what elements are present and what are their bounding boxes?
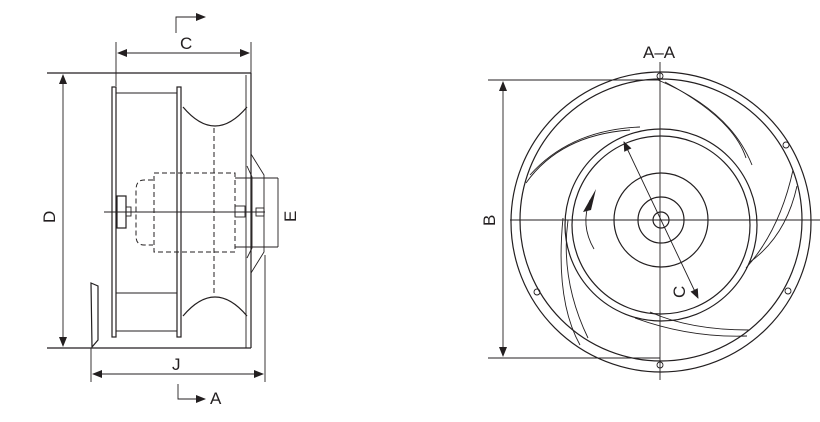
inlet-arc-bottom (182, 296, 248, 317)
mount-hole (656, 72, 664, 80)
motor-outline (153, 172, 236, 253)
dim-c-label: C (670, 286, 689, 298)
dim-d-label: D (40, 211, 59, 223)
inlet-ring (564, 128, 758, 322)
mount-hole (784, 287, 792, 295)
mount-hole (656, 361, 664, 369)
inlet-ring (90, 282, 99, 349)
section-arrow-bottom (177, 384, 206, 403)
section-title: A–A (643, 43, 676, 62)
section-label: A (210, 389, 222, 408)
dim-j-label: J (172, 355, 181, 374)
dim-c-label: C (180, 34, 192, 53)
dim-c-line (623, 141, 699, 299)
front-view: A–A C (480, 43, 820, 380)
inlet-arc-top (182, 106, 248, 127)
impeller-blades (525, 79, 798, 346)
dim-e-label: E (281, 211, 300, 222)
dim-b-label: B (480, 215, 499, 226)
mount-hole (782, 141, 790, 149)
section-arrow-top (175, 13, 206, 33)
side-view: A C D (40, 13, 300, 408)
mount-hole (533, 288, 541, 296)
outer-ring (510, 71, 812, 373)
